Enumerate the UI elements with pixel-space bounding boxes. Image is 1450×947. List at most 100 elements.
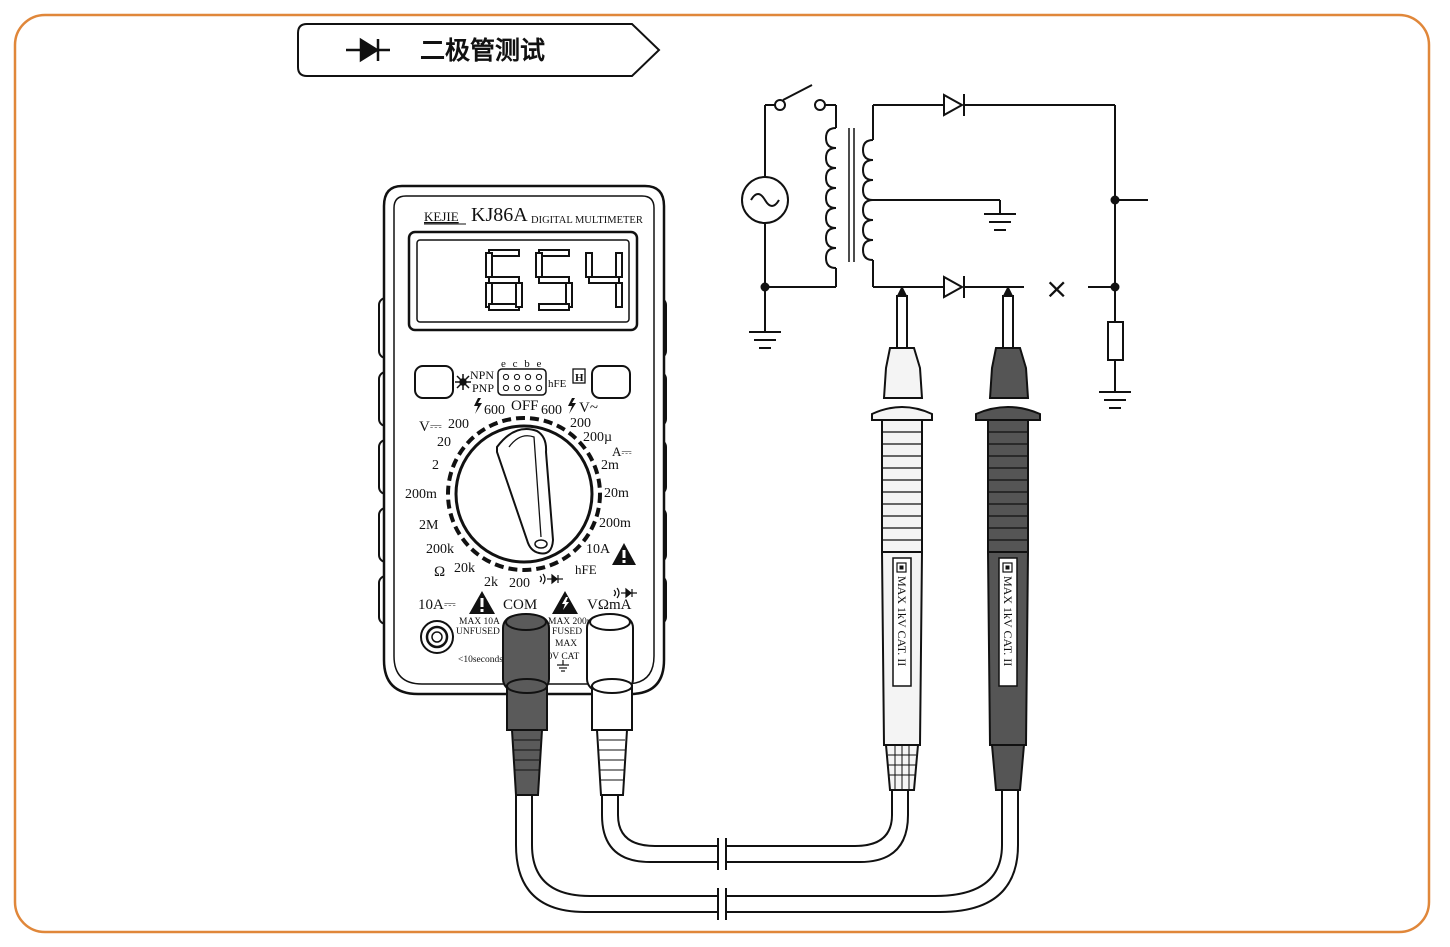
continuity-diode-icon-jack [613,587,637,599]
dial-label-off: OFF [511,398,539,414]
hold-button[interactable] [591,365,631,399]
diode-bottom [943,275,965,299]
dial-range-right-0: 200 [570,416,591,431]
probe-black [975,285,1041,791]
jack-label-com: COM [503,597,537,613]
transformer-primary-coil [824,127,837,269]
jack-warning-right-4: 600V CAT [538,652,579,662]
danger-voltage-icon-right [568,398,576,414]
transformer-secondary-coil [861,139,874,261]
dial-range-right-5: 10A [586,542,611,557]
dial-label-ohm: Ω [434,564,445,580]
dial-range-right-6: hFE [575,562,597,577]
lcd-segment [615,282,623,308]
warning-triangle-icon-right [552,591,578,614]
switch-blade [782,84,813,101]
jack-warning-right-1: MAX 200mA [548,617,601,627]
dial-range-left-1: 20 [437,435,451,450]
junction-dot [760,282,770,292]
continuity-diode-icon [539,573,563,585]
jack-label-10a: 10A⎓ [418,597,456,613]
lcd-digits [485,249,623,311]
ground-icon-small [557,660,569,672]
dial-range-right-3: 20m [604,486,629,501]
dial-range-left-0: 200 [448,417,469,432]
probe-white [871,285,933,791]
dial-range-left-4: 2M [419,518,439,533]
jack-label-v-ohm-ma: VΩmA [587,597,632,613]
switch-contact [774,99,786,111]
dial-range-bottom-1: 200 [509,576,530,591]
cable-break-gap [719,890,725,918]
dial-range-right-2: 2m [601,458,619,473]
v-ohm-ma-plug [586,613,634,796]
test-lead-cables [515,790,1019,920]
outer-frame [13,13,1431,934]
hfe-socket-label: hFE [548,378,567,390]
hold-icon [572,368,586,384]
jack-warning-left-2: UNFUSED [456,627,500,637]
pnp-label: PNP [472,381,494,395]
cable-break-gap [719,840,725,868]
probe-black-rating: MAX 1kV CAT. II [1001,576,1015,666]
hfe-socket-holes [502,373,543,392]
dial-range-left-3: 200m [405,487,437,502]
backlight-button[interactable] [414,365,454,399]
junction-dot [1110,282,1120,292]
jack-10a[interactable] [420,620,454,654]
diode-top [943,93,965,117]
lcd-segment [588,276,620,284]
probe-white-rating: MAX 1kV CAT. II [895,576,909,666]
ground-icon [749,331,781,349]
dial-range-left-2: 2 [432,458,439,473]
jack-warning-right-3: MAX [555,639,577,649]
lcd-segment [488,249,520,257]
diode-symbol-icon [346,37,390,63]
ground-icon [984,213,1016,231]
dial-label-v-dc: V⎓ [419,419,442,435]
dial-label-600-left: 600 [484,403,505,418]
circuit-schematic [741,84,1148,392]
lcd-segment [615,252,623,278]
dial-label-a-dc: A⎓ [612,444,632,459]
lcd-segment [485,252,493,278]
open-circuit-mark: × [1045,272,1068,305]
title-text: 二极管测试 [420,36,545,65]
lcd-segment [585,252,593,278]
meter-subtitle: DIGITAL MULTIMETER [531,215,643,226]
dial-range-left-6: 20k [454,561,475,576]
dial-range-right-4: 200m [599,516,631,531]
multimeter: KEJIE KJ86A DIGITAL MULTIMETER NPN PNP e… [378,184,667,696]
dial-range-bottom-0: 2k [484,575,498,590]
brand-label: KEJIE [424,209,459,224]
warning-triangle-icon-left [469,591,495,614]
npn-label: NPN [470,368,494,382]
lcd-screen [416,239,630,323]
lcd-segment [488,303,520,311]
lcd-segment [488,276,520,284]
dial-scale-ring [446,416,602,572]
jack-warning-left-3: <10seconds [458,655,503,665]
warning-triangle-icon-dial [612,543,636,565]
lcd-segment [538,276,570,284]
model-label: KJ86A [471,204,528,226]
lcd-segment [535,252,543,278]
com-plug [502,613,550,796]
rotary-knob-pointer [496,428,555,555]
jack-warning-left-1: MAX 10A [459,617,500,627]
lcd-segment [515,282,523,308]
jack-warning-right-2: FUSED [552,627,582,637]
hfe-pins-label: e c b e [501,358,543,370]
danger-voltage-icon-left [474,398,482,414]
dial-label-v-ac: V~ [579,400,598,416]
lcd-segment [538,249,570,257]
lcd-segment [538,303,570,311]
ground-icon [1099,391,1131,409]
hfe-socket[interactable] [497,368,547,396]
dial-label-600-right: 600 [541,403,562,418]
hold-icon-letter: H [575,372,584,384]
backlight-icon [455,374,471,390]
switch-contact [814,99,826,111]
junction-dot [1110,195,1120,205]
